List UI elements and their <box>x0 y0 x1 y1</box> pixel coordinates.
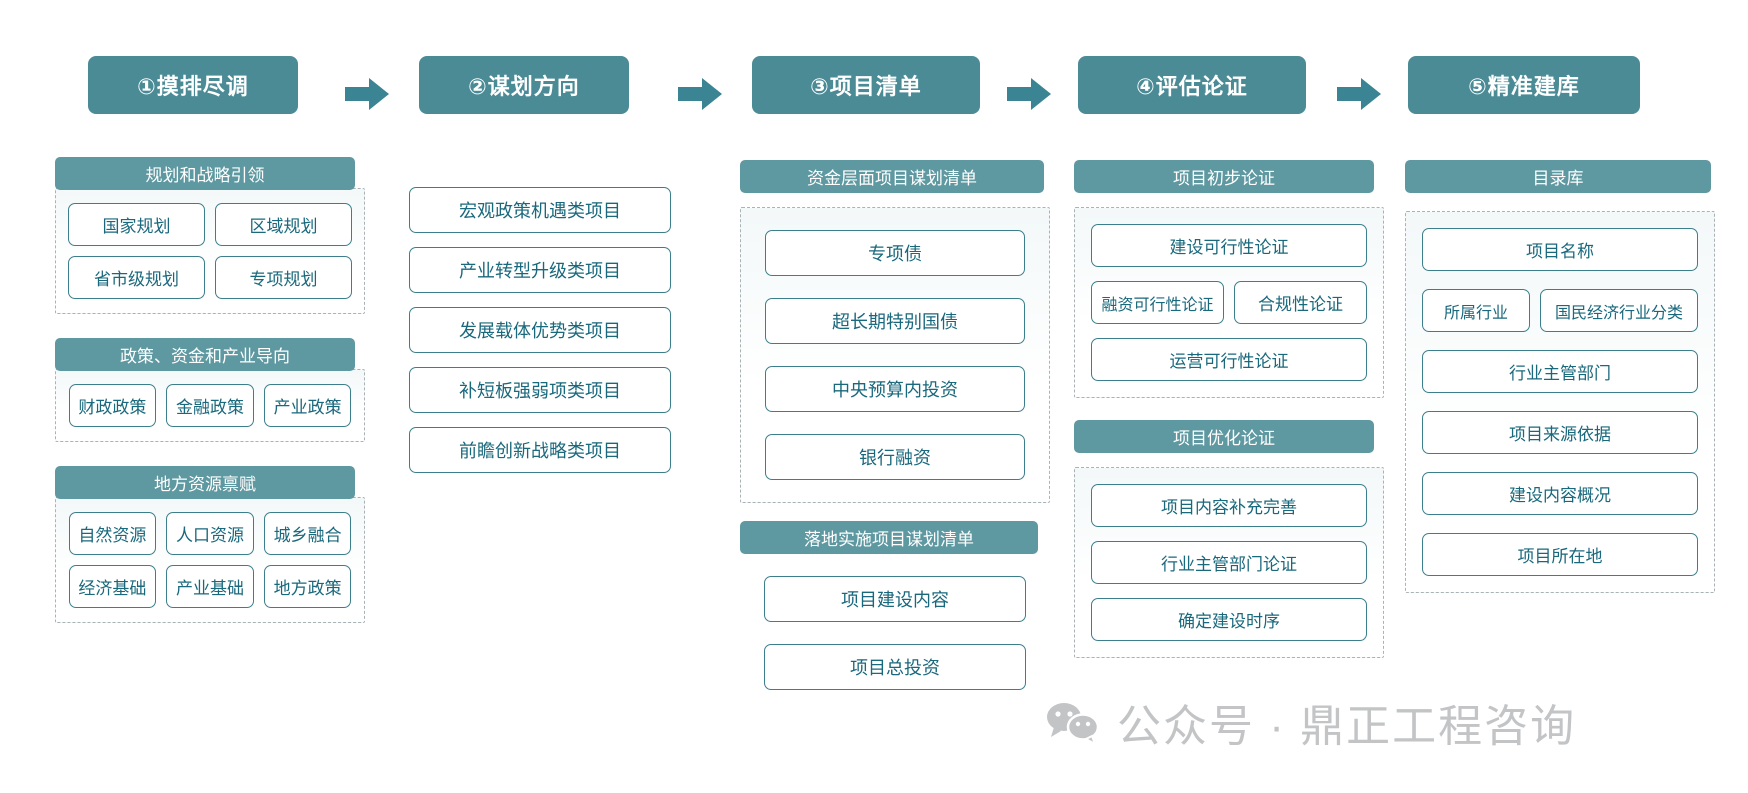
item-box[interactable]: 产业转型升级类项目 <box>409 247 671 293</box>
step-header-3[interactable]: ③项目清单 <box>752 56 980 114</box>
item-box[interactable]: 确定建设时序 <box>1091 598 1367 641</box>
item-row: 项目所在地 <box>1422 533 1698 576</box>
section-title: 资金层面项目谋划清单 <box>807 169 977 188</box>
item-box[interactable]: 经济基础 <box>68 565 157 608</box>
item-box[interactable]: 合规性论证 <box>1234 281 1367 324</box>
item-row: 项目内容补充完善 <box>1091 484 1367 527</box>
item-box[interactable]: 融资可行性论证 <box>1091 281 1224 324</box>
column-2: 宏观政策机遇类项目 产业转型升级类项目 发展载体优势类项目 补短板强弱项类项目 … <box>409 187 671 473</box>
item-row: 所属行业 国民经济行业分类 <box>1422 289 1698 332</box>
item-row: 运营可行性论证 <box>1091 338 1367 381</box>
column-5: 目录库 项目名称 所属行业 国民经济行业分类 行业主管部门 项目来源依据 建设内… <box>1405 160 1715 593</box>
item-box[interactable]: 宏观政策机遇类项目 <box>409 187 671 233</box>
item-row: 项目来源依据 <box>1422 411 1698 454</box>
arrow-right-icon-2 <box>678 77 722 111</box>
item-box[interactable]: 城乡融合 <box>263 512 352 555</box>
item-box[interactable]: 国家规划 <box>68 203 205 246</box>
group-preliminary-review: 建设可行性论证 融资可行性论证 合规性论证 运营可行性论证 <box>1074 207 1384 398</box>
arrow-right-icon-4 <box>1337 77 1381 111</box>
item-box[interactable]: 运营可行性论证 <box>1091 338 1367 381</box>
item-box[interactable]: 专项债 <box>765 230 1025 276</box>
section-header-funding-list: 资金层面项目谋划清单 <box>740 160 1044 193</box>
group-implementation-list: 项目建设内容 项目总投资 <box>740 576 1050 690</box>
watermark-text: 公众号 · 鼎正工程咨询 <box>1117 702 1577 751</box>
section-header-policy: 政策、资金和产业导向 <box>55 338 355 371</box>
item-box[interactable]: 项目名称 <box>1422 228 1698 271</box>
group-funding-list: 专项债 超长期特别国债 中央预算内投资 银行融资 <box>740 207 1050 503</box>
item-box[interactable]: 省市级规划 <box>68 256 205 299</box>
column-3: 资金层面项目谋划清单 专项债 超长期特别国债 中央预算内投资 银行融资 落地实施… <box>740 160 1050 690</box>
item-box[interactable]: 人口资源 <box>166 512 254 555</box>
column-1: 规划和战略引领 国家规划 区域规划 省市级规划 专项规划 政策、资金和产业导向 … <box>55 157 365 623</box>
wechat-icon <box>1045 700 1101 747</box>
item-box[interactable]: 所属行业 <box>1422 289 1530 332</box>
step-header-2[interactable]: ②谋划方向 <box>419 56 629 114</box>
item-box[interactable]: 金融政策 <box>166 384 254 427</box>
item-box[interactable]: 项目所在地 <box>1422 533 1698 576</box>
group-local-resources: 自然资源 人口资源 城乡融合 经济基础 产业基础 地方政策 <box>55 497 365 623</box>
step-header-label: ②谋划方向 <box>468 74 580 99</box>
item-box[interactable]: 行业主管部门论证 <box>1091 541 1367 584</box>
group-optimization-review: 项目内容补充完善 行业主管部门论证 确定建设时序 <box>1074 467 1384 658</box>
item-box[interactable]: 项目总投资 <box>764 644 1026 690</box>
watermark: 公众号 · 鼎正工程咨询 <box>1045 690 1576 754</box>
item-box[interactable]: 补短板强弱项类项目 <box>409 367 671 413</box>
item-box[interactable]: 自然资源 <box>68 512 157 555</box>
item-row: 项目名称 <box>1422 228 1698 271</box>
item-box[interactable]: 银行融资 <box>765 434 1025 480</box>
section-title: 政策、资金和产业导向 <box>120 347 290 366</box>
item-box[interactable]: 项目来源依据 <box>1422 411 1698 454</box>
section-title: 目录库 <box>1532 169 1584 188</box>
step-header-label: ③项目清单 <box>810 74 922 99</box>
section-title: 规划和战略引领 <box>145 166 265 185</box>
step-header-5[interactable]: ⑤精准建库 <box>1408 56 1640 114</box>
item-row: 行业主管部门论证 <box>1091 541 1367 584</box>
item-box[interactable]: 产业政策 <box>263 384 352 427</box>
item-row: 融资可行性论证 合规性论证 <box>1091 281 1367 324</box>
column-4: 项目初步论证 建设可行性论证 融资可行性论证 合规性论证 运营可行性论证 项目优… <box>1074 160 1384 658</box>
step-header-label: ①摸排尽调 <box>137 74 249 99</box>
group-planning: 国家规划 区域规划 省市级规划 专项规划 <box>55 188 365 314</box>
item-box[interactable]: 建设可行性论证 <box>1091 224 1367 267</box>
section-header-planning: 规划和战略引领 <box>55 157 355 190</box>
section-header-preliminary-review: 项目初步论证 <box>1074 160 1374 193</box>
section-title: 落地实施项目谋划清单 <box>804 530 974 549</box>
section-header-optimization-review: 项目优化论证 <box>1074 420 1374 453</box>
item-row: 行业主管部门 <box>1422 350 1698 393</box>
item-box[interactable]: 项目建设内容 <box>764 576 1026 622</box>
item-row: 建设可行性论证 <box>1091 224 1367 267</box>
item-row: 确定建设时序 <box>1091 598 1367 641</box>
item-box[interactable]: 发展载体优势类项目 <box>409 307 671 353</box>
item-box[interactable]: 项目内容补充完善 <box>1091 484 1367 527</box>
item-box[interactable]: 地方政策 <box>263 565 352 608</box>
item-box[interactable]: 建设内容概况 <box>1422 472 1698 515</box>
item-box[interactable]: 行业主管部门 <box>1422 350 1698 393</box>
item-box[interactable]: 中央预算内投资 <box>765 366 1025 412</box>
step-header-1[interactable]: ①摸排尽调 <box>88 56 298 114</box>
section-title: 项目优化论证 <box>1173 429 1275 448</box>
section-header-local-resources: 地方资源禀赋 <box>55 466 355 499</box>
step-header-label: ④评估论证 <box>1136 74 1248 99</box>
arrow-right-icon-3 <box>1007 77 1051 111</box>
item-box[interactable]: 专项规划 <box>215 256 352 299</box>
group-policy: 财政政策 金融政策 产业政策 <box>55 369 365 442</box>
item-box[interactable]: 国民经济行业分类 <box>1540 289 1698 332</box>
section-title: 地方资源禀赋 <box>154 475 256 494</box>
section-title: 项目初步论证 <box>1173 169 1275 188</box>
item-box[interactable]: 区域规划 <box>215 203 352 246</box>
step-header-label: ⑤精准建库 <box>1468 74 1580 99</box>
item-box[interactable]: 财政政策 <box>68 384 157 427</box>
item-row: 建设内容概况 <box>1422 472 1698 515</box>
group-catalog-library: 项目名称 所属行业 国民经济行业分类 行业主管部门 项目来源依据 建设内容概况 … <box>1405 211 1715 593</box>
section-header-catalog-library: 目录库 <box>1405 160 1711 193</box>
step-header-4[interactable]: ④评估论证 <box>1078 56 1306 114</box>
item-box[interactable]: 前瞻创新战略类项目 <box>409 427 671 473</box>
section-header-implementation-list: 落地实施项目谋划清单 <box>740 521 1038 554</box>
item-box[interactable]: 超长期特别国债 <box>765 298 1025 344</box>
item-box[interactable]: 产业基础 <box>166 565 254 608</box>
arrow-right-icon-1 <box>345 77 389 111</box>
